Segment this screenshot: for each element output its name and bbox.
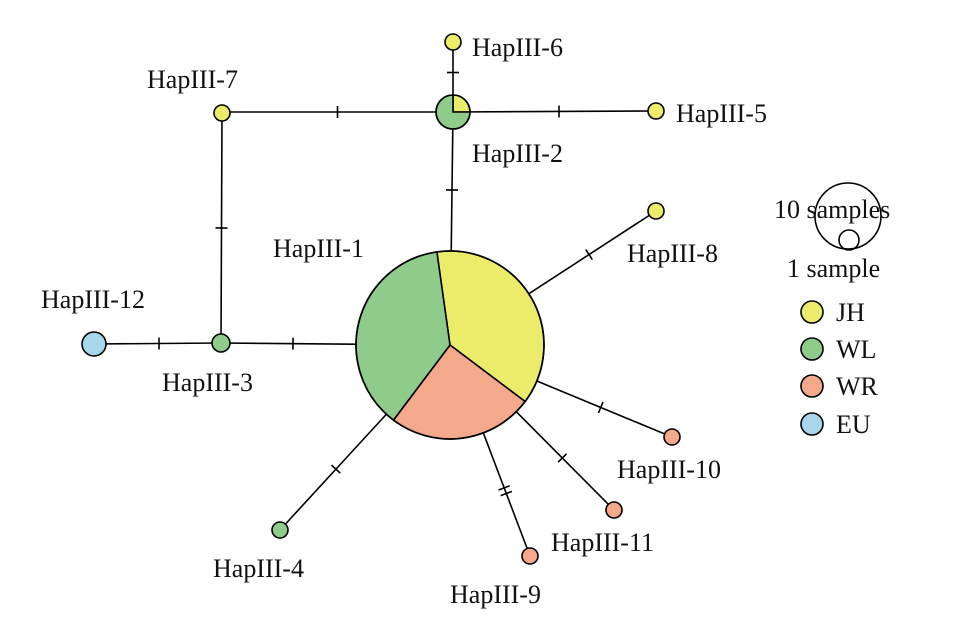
label-hapiii-3: HapIII-3: [162, 368, 253, 397]
nodes-layer: [81, 33, 681, 565]
node-hapiii-4-circle: [271, 521, 289, 539]
node-hapiii-8: [647, 202, 665, 220]
legend-swatch-wl: [800, 337, 824, 361]
edge-hapiii-2-hapiii-5: [452, 110, 657, 113]
legend-size-large-label: 10 samples: [774, 195, 890, 224]
node-hapiii-8-circle: [647, 202, 665, 220]
node-hapiii-7-circle: [213, 104, 231, 122]
legend: 10 samples 1 sample JH WL WR EU: [774, 182, 890, 439]
node-hapiii-3: [211, 333, 231, 353]
node-hapiii-3-circle: [211, 333, 231, 353]
node-hapiii-12-circle: [81, 331, 107, 357]
label-hapiii-12: HapIII-12: [41, 285, 145, 314]
legend-swatch-wr: [800, 374, 824, 398]
node-hapiii-2-outline: [435, 94, 471, 130]
legend-label-wl: WL: [836, 335, 876, 364]
edge-hapiii-1-hapiii-8-mutation-tick: [585, 249, 593, 261]
node-hapiii-4: [271, 521, 289, 539]
node-hapiii-10-circle: [663, 428, 681, 446]
node-hapiii-10: [663, 428, 681, 446]
node-hapiii-9: [521, 547, 539, 565]
labels-layer: HapIII-1 HapIII-2 HapIII-3 HapIII-4 HapI…: [41, 33, 767, 609]
label-hapiii-5: HapIII-5: [676, 99, 767, 128]
label-hapiii-4: HapIII-4: [213, 554, 304, 583]
node-hapiii-1-outline: [355, 250, 545, 440]
legend-size-small-circle: [838, 229, 860, 251]
label-hapiii-6: HapIII-6: [472, 33, 563, 62]
edge-hapiii-1-hapiii-4-mutation-tick: [330, 464, 341, 474]
legend-size-large-circle: [814, 182, 882, 250]
label-hapiii-7: HapIII-7: [147, 65, 238, 94]
node-hapiii-1: [355, 250, 545, 440]
node-hapiii-5: [647, 102, 665, 120]
edge-hapiii-1-hapiii-9-mutation-tick: [498, 485, 511, 491]
node-hapiii-5-circle: [647, 102, 665, 120]
legend-label-jh: JH: [836, 298, 865, 327]
node-hapiii-11: [605, 501, 623, 519]
edge-hapiii-1-hapiii-9-mutation-tick: [500, 490, 513, 497]
edge-hapiii-1-hapiii-11-mutation-tick: [557, 453, 568, 463]
node-hapiii-9-circle: [521, 547, 539, 565]
node-hapiii-7: [213, 104, 231, 122]
legend-swatch-eu: [800, 412, 824, 436]
legend-label-wr: WR: [836, 372, 879, 401]
label-hapiii-9: HapIII-9: [450, 580, 541, 609]
legend-size-small-label: 1 sample: [787, 254, 880, 283]
label-hapiii-11: HapIII-11: [551, 528, 654, 557]
label-hapiii-8: HapIII-8: [627, 239, 718, 268]
label-hapiii-10: HapIII-10: [617, 455, 721, 484]
node-hapiii-11-circle: [605, 501, 623, 519]
edge-hapiii-3-hapiii-12: [93, 342, 222, 345]
node-hapiii-6: [444, 33, 462, 51]
edge-hapiii-1-hapiii-10-mutation-tick: [597, 401, 604, 414]
label-hapiii-1: HapIII-1: [273, 234, 364, 263]
node-hapiii-2: [435, 94, 471, 130]
node-hapiii-6-circle: [444, 33, 462, 51]
label-hapiii-2: HapIII-2: [472, 139, 563, 168]
legend-label-eu: EU: [836, 410, 871, 439]
legend-swatch-jh: [800, 300, 824, 324]
node-hapiii-12: [81, 331, 107, 357]
